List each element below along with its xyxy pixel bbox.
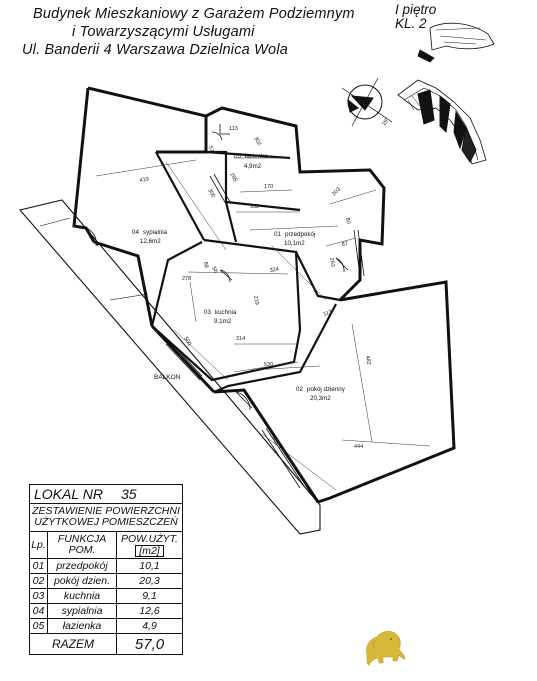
col-area-header-line-1: POW.UŻYT.	[121, 532, 178, 545]
cell-name: przedpokój	[48, 559, 117, 573]
table-title-label: LOKAL NR	[34, 486, 103, 502]
svg-text:04: 04	[132, 229, 139, 236]
dim-label: 219	[252, 295, 260, 305]
cell-area: 4,9	[142, 620, 157, 632]
table-row: 03 kuchnia 9,1	[30, 589, 182, 604]
dim-label: 302	[252, 136, 262, 147]
cell-area: 10,1	[139, 560, 160, 572]
key-plan-icon	[397, 22, 495, 165]
north-angle-label: 29°	[382, 117, 391, 127]
cell-name: łazienka	[48, 619, 117, 633]
svg-text:05: 05	[234, 153, 241, 160]
dimension-labels: 113 57 302 265 170 300 419 352 203 80 87…	[139, 126, 371, 450]
cell-name: pokój dzien.	[48, 574, 117, 588]
table-subtitle-line-1: ZESTAWIENIE POWIERZCHNI	[32, 505, 180, 517]
cell-lp: 03	[30, 589, 48, 603]
col-function-header-line-2: POM.	[68, 544, 96, 556]
dim-label: 278	[182, 276, 191, 282]
col-function-header-line-1: FUNKCJA	[57, 533, 107, 545]
room-label-02: 02 pokój dzienny 20,3m2	[296, 386, 346, 402]
stair-label: KL. 2	[395, 16, 427, 31]
dim-label: 324	[269, 266, 279, 274]
dim-label: 113	[323, 309, 333, 318]
dim-label: 530	[264, 362, 273, 368]
dim-label: 56	[210, 266, 218, 274]
balkon-label: BALKON	[154, 374, 181, 381]
svg-text:łazienka: łazienka	[245, 153, 268, 160]
cell-lp: 02	[30, 574, 48, 588]
room-label-03: 03 kuchnia 9,1m2	[204, 309, 237, 325]
table-total-row: RAZEM 57,0	[30, 634, 182, 654]
dim-label: 300	[206, 188, 216, 199]
col-area-header: POW.UŻYT. [m2]	[117, 532, 182, 558]
table-row: 01 przedpokój 10,1	[30, 559, 182, 574]
cell-area: 20,3	[139, 575, 160, 587]
dim-label: 419	[139, 176, 149, 184]
cell-lp: 04	[30, 604, 48, 618]
dim-label: 88	[202, 261, 209, 268]
col-area-header-line-2: [m2]	[135, 544, 164, 557]
cell-lp: 05	[30, 619, 48, 633]
svg-text:03: 03	[204, 309, 211, 316]
dim-label: 457	[270, 436, 280, 447]
header-line-2: i Towarzyszącymi Usługami	[72, 24, 255, 40]
svg-text:pokój dzienny: pokój dzienny	[307, 386, 346, 393]
dim-label: 500	[182, 336, 192, 347]
dim-label: 314	[236, 336, 245, 342]
north-arrow-icon	[341, 77, 393, 127]
dim-label: 80	[344, 217, 351, 224]
cell-lp: 01	[30, 559, 48, 573]
dim-label: 57	[207, 145, 214, 152]
dim-label: 263	[328, 257, 336, 267]
header-line-1: Budynek Mieszkaniowy z Garażem Podziemny…	[33, 6, 355, 22]
dim-label: 444	[354, 444, 363, 450]
svg-text:sypialnia: sypialnia	[143, 229, 168, 236]
svg-text:02: 02	[296, 386, 303, 393]
floor-label: I piętro	[395, 2, 437, 17]
total-value: 57,0	[134, 635, 165, 653]
svg-text:4,9m2: 4,9m2	[244, 163, 262, 170]
col-function-header: FUNKCJA POM.	[48, 532, 117, 558]
table-header-row: Lp. FUNKCJA POM. POW.UŻYT. [m2]	[30, 532, 182, 559]
svg-text:20,3m2: 20,3m2	[310, 395, 331, 402]
svg-text:9,1m2: 9,1m2	[214, 318, 232, 325]
table-row: 05 łazienka 4,9	[30, 619, 182, 634]
dim-label: 482	[364, 355, 372, 365]
table-subtitle-line-2: UŻYTKOWEJ POMIESZCZEŃ	[34, 516, 178, 528]
cell-name: kuchnia	[48, 589, 117, 603]
total-label: RAZEM	[30, 634, 117, 654]
room-label-05: 05 łazienka 4,9m2	[234, 153, 268, 170]
cell-area: 12,6	[139, 605, 160, 617]
header-line-3: Ul. Banderii 4 Warszawa Dzielnica Wola	[22, 42, 289, 58]
table-subtitle: ZESTAWIENIE POWIERZCHNI UŻYTKOWEJ POMIES…	[30, 504, 182, 532]
room-label-04: 04 sypialnia 12,6m2	[132, 229, 168, 245]
elephant-logo-icon	[366, 631, 406, 666]
table-title: LOKAL NR 35	[30, 485, 182, 504]
area-table: LOKAL NR 35 ZESTAWIENIE POWIERZCHNI UŻYT…	[29, 484, 183, 655]
svg-text:10,1m2: 10,1m2	[284, 240, 305, 247]
dim-label: 113	[229, 126, 238, 132]
table-title-number: 35	[121, 486, 137, 502]
dim-label: 352	[250, 204, 259, 210]
svg-text:12,6m2: 12,6m2	[140, 238, 161, 245]
cell-area: 9,1	[142, 590, 157, 602]
dim-label: 265	[228, 172, 238, 183]
dim-label: 203	[331, 187, 342, 198]
dim-label: 87	[341, 241, 348, 248]
cell-name: sypialnia	[48, 604, 117, 618]
svg-text:01: 01	[274, 231, 281, 238]
svg-text:kuchnia: kuchnia	[215, 309, 237, 316]
col-lp-header: Lp.	[30, 532, 48, 558]
room-label-01: 01 przedpokój 10,1m2	[274, 231, 315, 247]
svg-text:przedpokój: przedpokój	[285, 231, 315, 238]
table-row: 04 sypialnia 12,6	[30, 604, 182, 619]
dim-label: 170	[264, 184, 273, 190]
table-row: 02 pokój dzien. 20,3	[30, 574, 182, 589]
